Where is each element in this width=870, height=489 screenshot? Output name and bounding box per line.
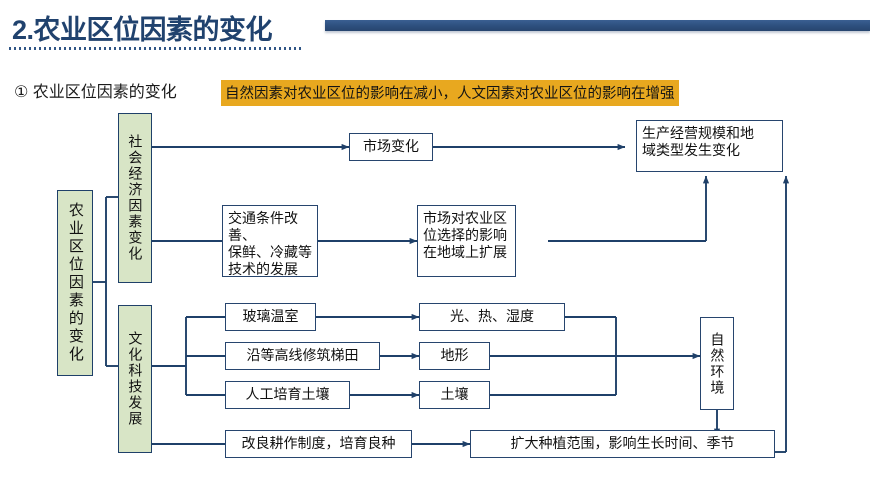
node-natural-environment[interactable]: 自然环境 (700, 317, 734, 410)
node-market-location-effect[interactable]: 市场对农业区 位选择的影响 在地域上扩展 (417, 205, 516, 277)
scale-change-line-1: 生产经营规模和地 (642, 125, 754, 141)
node-farming-system[interactable]: 改良耕作制度，培育良种 (225, 430, 412, 458)
node-scale-and-type-change[interactable]: 生产经营规模和地 域类型发生变化 (636, 120, 783, 172)
node-glass-greenhouse[interactable]: 玻璃温室 (225, 303, 316, 331)
slide-header: 2.农业区位因素的变化 (0, 0, 870, 62)
market-effect-line-1: 市场对农业区 (423, 210, 507, 226)
node-light-heat-humidity[interactable]: 光、热、湿度 (419, 303, 565, 331)
node-expand-planting-range[interactable]: 扩大种植范围，影响生长时间、季节 (470, 430, 775, 458)
market-effect-line-3: 在地域上扩展 (423, 244, 507, 261)
transport-line-2: 保鲜、冷藏等 (228, 244, 312, 261)
transport-line-3: 技术的发展 (228, 261, 298, 278)
node-artificial-soil[interactable]: 人工培育土壤 (225, 381, 350, 409)
title-accent-bar (325, 20, 870, 31)
node-tech-branch[interactable]: 文化科技发展 (118, 305, 152, 453)
node-root[interactable]: 农业区位因素的变化 (57, 190, 93, 376)
node-market-change[interactable]: 市场变化 (349, 133, 433, 161)
node-landform[interactable]: 地形 (419, 342, 490, 370)
transport-line-1: 交通条件改善、 (228, 210, 298, 244)
page-title: 2.农业区位因素的变化 (12, 15, 273, 45)
node-contour-terrace[interactable]: 沿等高线修筑梯田 (225, 342, 380, 370)
market-effect-line-2: 位选择的影响 (423, 227, 507, 244)
title-dotted-rule (9, 47, 301, 50)
node-transport-improvement[interactable]: 交通条件改善、 保鲜、冷藏等 技术的发展 (222, 205, 318, 277)
scale-change-line-2: 域类型发生变化 (642, 142, 740, 159)
highlighted-note: 自然因素对农业区位的影响在减小，人文因素对农业区位的影响在增强 (221, 80, 679, 106)
node-soil[interactable]: 土壤 (419, 381, 490, 409)
node-socio-economic-branch[interactable]: 社会经济因素变化 (118, 113, 152, 283)
section-subheading: ① 农业区位因素的变化 (14, 84, 177, 101)
